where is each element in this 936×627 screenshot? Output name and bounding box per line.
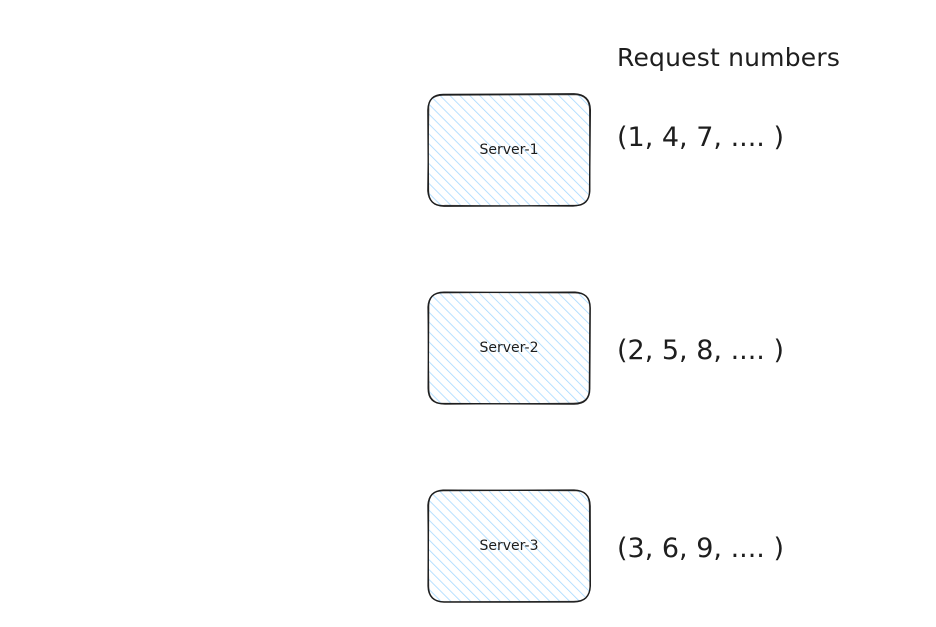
server-label: Server-2: [479, 340, 539, 356]
server-label: Server-3: [479, 538, 539, 554]
server-1-requests: (1, 4, 7, .... ): [617, 122, 785, 153]
server-box-2: Server-2: [426, 290, 592, 406]
request-numbers-heading: Request numbers: [617, 43, 841, 72]
server-box-3: Server-3: [426, 488, 592, 604]
server-3-requests: (3, 6, 9, .... ): [617, 533, 785, 564]
server-label: Server-1: [479, 142, 539, 158]
server-box-shape: [427, 291, 591, 405]
server-box-1: Server-1: [426, 92, 592, 208]
server-box-shape: [427, 93, 591, 207]
server-box-shape: [427, 489, 591, 603]
server-2-requests: (2, 5, 8, .... ): [617, 335, 785, 366]
